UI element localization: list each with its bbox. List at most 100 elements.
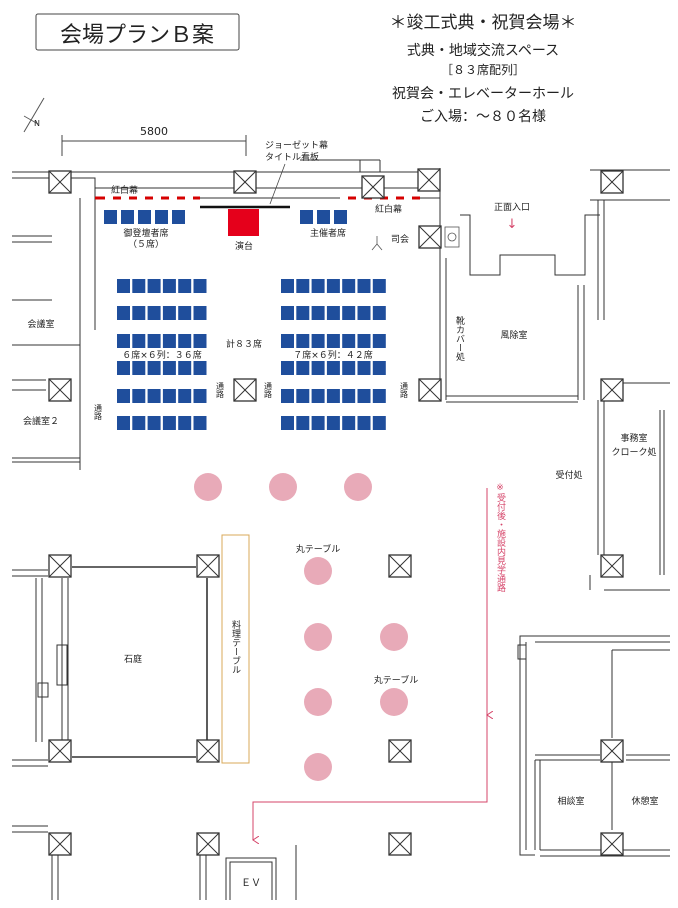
windbreak-label: 風除室 (500, 329, 527, 341)
left-block-label: ６席×６列：３６席 (122, 349, 202, 361)
labels: 紅白幕 紅白幕 ジョーゼット幕 タイトル看板 御登壇者席 （５席） 演台 主催者… (23, 139, 659, 889)
vip-seat-group (104, 210, 185, 224)
vip-count-label: （５席） (128, 238, 164, 250)
compass-icon (23, 97, 45, 133)
host-seats-label: 主催者席 (310, 227, 346, 239)
round-table (269, 473, 297, 501)
aisle-left-label: 通路 (94, 403, 103, 420)
sink-icon (444, 226, 460, 248)
route-arrow (253, 488, 487, 840)
stone-garden-label: 石庭 (124, 653, 142, 665)
round-table-label-2: 丸テーブル (374, 674, 418, 686)
vip-seat (104, 210, 117, 224)
dimension-label: 5800 (140, 125, 168, 138)
seat (117, 361, 130, 375)
curtain-left-label: 紅白幕 (111, 184, 138, 196)
round-table (344, 473, 372, 501)
ev-label: ＥＶ (241, 878, 261, 889)
curtain-right-label: 紅白幕 (375, 203, 402, 215)
round-table (304, 623, 332, 651)
heading-line3: 祝賀会・エレベーターホール (392, 86, 574, 102)
vip-seat (138, 210, 151, 224)
mc-label: 司会 (391, 233, 409, 245)
seat (357, 416, 371, 430)
seat (178, 334, 192, 348)
seat (117, 416, 130, 430)
compass-label: N (34, 119, 40, 128)
seat (296, 334, 310, 348)
host-seat-group (300, 210, 347, 224)
left-seat-block (117, 279, 207, 430)
host-seat (300, 210, 313, 224)
consult-room-label: 相談室 (557, 795, 584, 807)
seat (281, 389, 294, 403)
seat (281, 334, 294, 348)
heading-line2: ［８３席配列］ (441, 62, 525, 77)
leader-line (269, 163, 286, 205)
seat (132, 416, 146, 430)
seat (193, 416, 207, 430)
seat (193, 306, 207, 320)
seat (311, 361, 325, 375)
seat (193, 389, 207, 403)
food-table-label: 料理テーブル (230, 619, 241, 674)
seat (372, 306, 386, 320)
food-table (221, 534, 250, 764)
seat (296, 306, 310, 320)
seat (372, 389, 386, 403)
right-block-label: ７席×６列：４２席 (293, 349, 373, 361)
seat (357, 389, 371, 403)
seat (281, 361, 294, 375)
office-label: 事務室 (620, 432, 647, 444)
round-table (304, 753, 332, 781)
vip-seat (172, 210, 185, 224)
mc-icon (371, 236, 383, 251)
aisle-1-label: 通路 (216, 381, 225, 398)
entrance-arrow-icon: ↓ (507, 217, 518, 232)
round-table (304, 557, 332, 585)
host-seat (334, 210, 347, 224)
aisle-2-label: 通路 (264, 381, 273, 398)
right-seat-block (281, 279, 386, 430)
seat (357, 306, 371, 320)
seat (162, 361, 176, 375)
seat (296, 416, 310, 430)
seat (162, 389, 176, 403)
title-board-label: タイトル看板 (265, 151, 319, 163)
meeting-room2-label: 会議室２ (23, 415, 59, 427)
seat (357, 361, 371, 375)
reception-label: 受付処 (555, 469, 582, 481)
vip-seat (121, 210, 134, 224)
seat (281, 279, 294, 293)
seat (132, 361, 146, 375)
seat (178, 279, 192, 293)
seat (147, 389, 161, 403)
seat (342, 416, 356, 430)
seat (117, 389, 130, 403)
seat (132, 279, 146, 293)
seat (162, 416, 176, 430)
seat (296, 279, 310, 293)
seat (372, 416, 386, 430)
round-table-label-1: 丸テーブル (296, 543, 340, 555)
seat (178, 361, 192, 375)
seat (117, 306, 130, 320)
rest-room-label: 休憩室 (631, 795, 658, 807)
seat (132, 306, 146, 320)
seat (311, 389, 325, 403)
entrance-label: 正面入口 (494, 202, 530, 213)
seat (326, 306, 340, 320)
seat (117, 279, 130, 293)
podium (228, 209, 259, 236)
seat (178, 416, 192, 430)
seat (342, 279, 356, 293)
seat (372, 361, 386, 375)
plan-title-box (35, 13, 240, 51)
seat (311, 306, 325, 320)
shoe-cover-label: 靴カバー処 (454, 315, 465, 362)
heading-line1: 式典・地域交流スペース (407, 42, 559, 59)
seat (326, 416, 340, 430)
seat (147, 279, 161, 293)
seat (132, 389, 146, 403)
